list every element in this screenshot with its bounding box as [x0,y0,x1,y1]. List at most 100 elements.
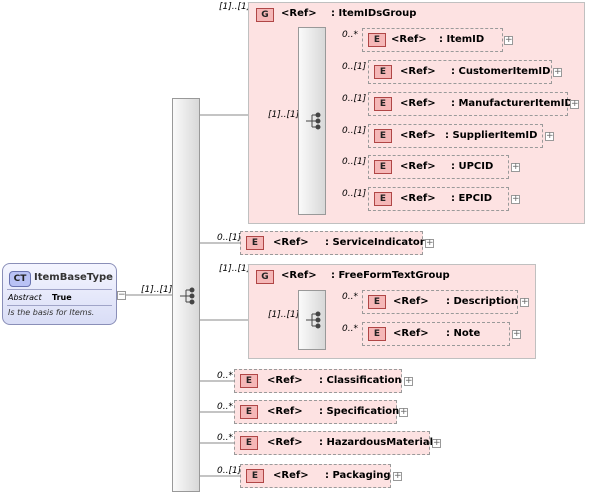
expand-icon[interactable]: + [425,238,434,248]
expand-icon[interactable]: + [553,67,562,77]
element-manufactureritemid[interactable]: E <Ref> : ManufacturerItemID [368,92,573,116]
element-badge: E [374,65,392,79]
element-badge: E [368,327,386,341]
element-cardinality: 0..* [217,433,233,443]
element-name: : HazardousMaterial [319,437,433,448]
expand-icon[interactable]: + [511,162,520,172]
expand-icon[interactable]: + [570,99,579,109]
element-name: : Packaging [325,470,391,481]
element-hazardousmaterial[interactable]: E <Ref> : HazardousMaterial [234,431,433,455]
element-cardinality: 0..[1] [342,189,367,199]
element-cardinality: 0..* [342,30,358,40]
abstract-label: Abstract [8,293,42,302]
element-name: : ServiceIndicator [325,237,425,248]
element-ref: <Ref> [400,130,436,141]
expand-icon[interactable]: + [511,194,520,204]
expand-icon[interactable]: + [520,297,529,307]
element-cardinality: 0..[1] [342,62,367,72]
element-name: : Specification [319,406,400,417]
element-ref: <Ref> [391,34,427,45]
element-specification[interactable]: E <Ref> : Specification [234,400,400,424]
element-badge: E [246,236,264,250]
element-badge: E [246,469,264,483]
expand-icon[interactable]: + [404,376,413,386]
element-packaging[interactable]: E <Ref> : Packaging [240,464,391,488]
element-cardinality: 0..* [217,402,233,412]
element-ref: <Ref> [400,98,436,109]
divider [7,289,112,290]
expand-icon[interactable]: + [504,35,513,45]
element-ref: <Ref> [400,193,436,204]
group-cardinality: [1]..[1] [219,2,251,12]
sequence-icon [306,311,321,329]
abstract-value: True [52,293,72,302]
element-classification[interactable]: E <Ref> : Classification [234,369,402,393]
element-badge: E [374,129,392,143]
sequence-icon [180,287,195,305]
element-name: : CustomerItemID [451,66,551,77]
element-badge: E [374,97,392,111]
element-badge: E [368,295,386,309]
element-cardinality: 0..[1] [342,126,367,136]
element-name: : EPCID [451,193,493,204]
element-ref: <Ref> [393,296,429,307]
free-form-sequence[interactable] [298,290,326,350]
element-cardinality: 0..* [342,292,358,302]
element-note[interactable]: E <Ref> : Note [362,322,510,346]
expand-icon[interactable]: + [432,438,441,448]
group-name: : ItemIDsGroup [331,8,417,19]
element-cardinality: 0..[1] [217,233,242,243]
element-ref: <Ref> [273,237,309,248]
element-ref: <Ref> [267,437,303,448]
element-itemid[interactable]: E <Ref> : ItemID [362,28,503,52]
item-ids-sequence[interactable] [298,27,326,215]
element-ref: <Ref> [400,161,436,172]
group-name: : FreeFormTextGroup [331,270,450,281]
sequence-cardinality: [1]..[1] [268,310,300,320]
complex-type-box[interactable]: CT ItemBaseType Abstract True Is the bas… [2,263,117,325]
element-badge: E [374,160,392,174]
complex-type-badge: CT [9,271,31,287]
expand-icon[interactable]: + [512,329,521,339]
complex-type-name: ItemBaseType [34,272,113,283]
element-upcid[interactable]: E <Ref> : UPCID [368,155,509,179]
element-epcid[interactable]: E <Ref> : EPCID [368,187,509,211]
element-badge: E [240,405,258,419]
element-cardinality: 0..* [342,324,358,334]
element-name: : SupplierItemID [445,130,538,141]
element-ref: <Ref> [267,375,303,386]
element-serviceindicator[interactable]: E <Ref> : ServiceIndicator [240,231,425,255]
element-customeritemid[interactable]: E <Ref> : CustomerItemID [368,60,552,84]
element-description[interactable]: E <Ref> : Description [362,290,518,314]
sequence-icon [306,112,321,130]
element-cardinality: 0..[1] [342,157,367,167]
element-cardinality: 0..[1] [342,94,367,104]
divider [7,305,112,306]
element-badge: E [368,33,386,47]
documentation-text: Is the basis for Items. [8,308,95,317]
element-ref: <Ref> [267,406,303,417]
element-name: : ItemID [439,34,485,45]
expand-icon[interactable]: + [399,407,408,417]
group-ref: <Ref> [281,270,317,281]
element-cardinality: 0..* [217,371,233,381]
expand-icon[interactable]: + [393,471,402,481]
group-badge: G [256,270,274,284]
expand-icon[interactable]: + [545,131,554,141]
element-ref: <Ref> [400,66,436,77]
element-name: : ManufacturerItemID [451,98,573,109]
element-supplieritemid[interactable]: E <Ref> : SupplierItemID [368,124,543,148]
element-name: : UPCID [451,161,494,172]
element-badge: E [240,374,258,388]
element-ref: <Ref> [393,328,429,339]
collapse-icon[interactable]: − [117,290,126,300]
element-ref: <Ref> [273,470,309,481]
cardinality-label: [1]..[1] [141,285,173,295]
group-cardinality: [1]..[1] [219,264,251,274]
sequence-compositor[interactable] [172,98,200,492]
element-name: : Note [446,328,481,339]
element-badge: E [374,192,392,206]
sequence-cardinality: [1]..[1] [268,110,300,120]
element-badge: E [240,436,258,450]
group-badge: G [256,8,274,22]
